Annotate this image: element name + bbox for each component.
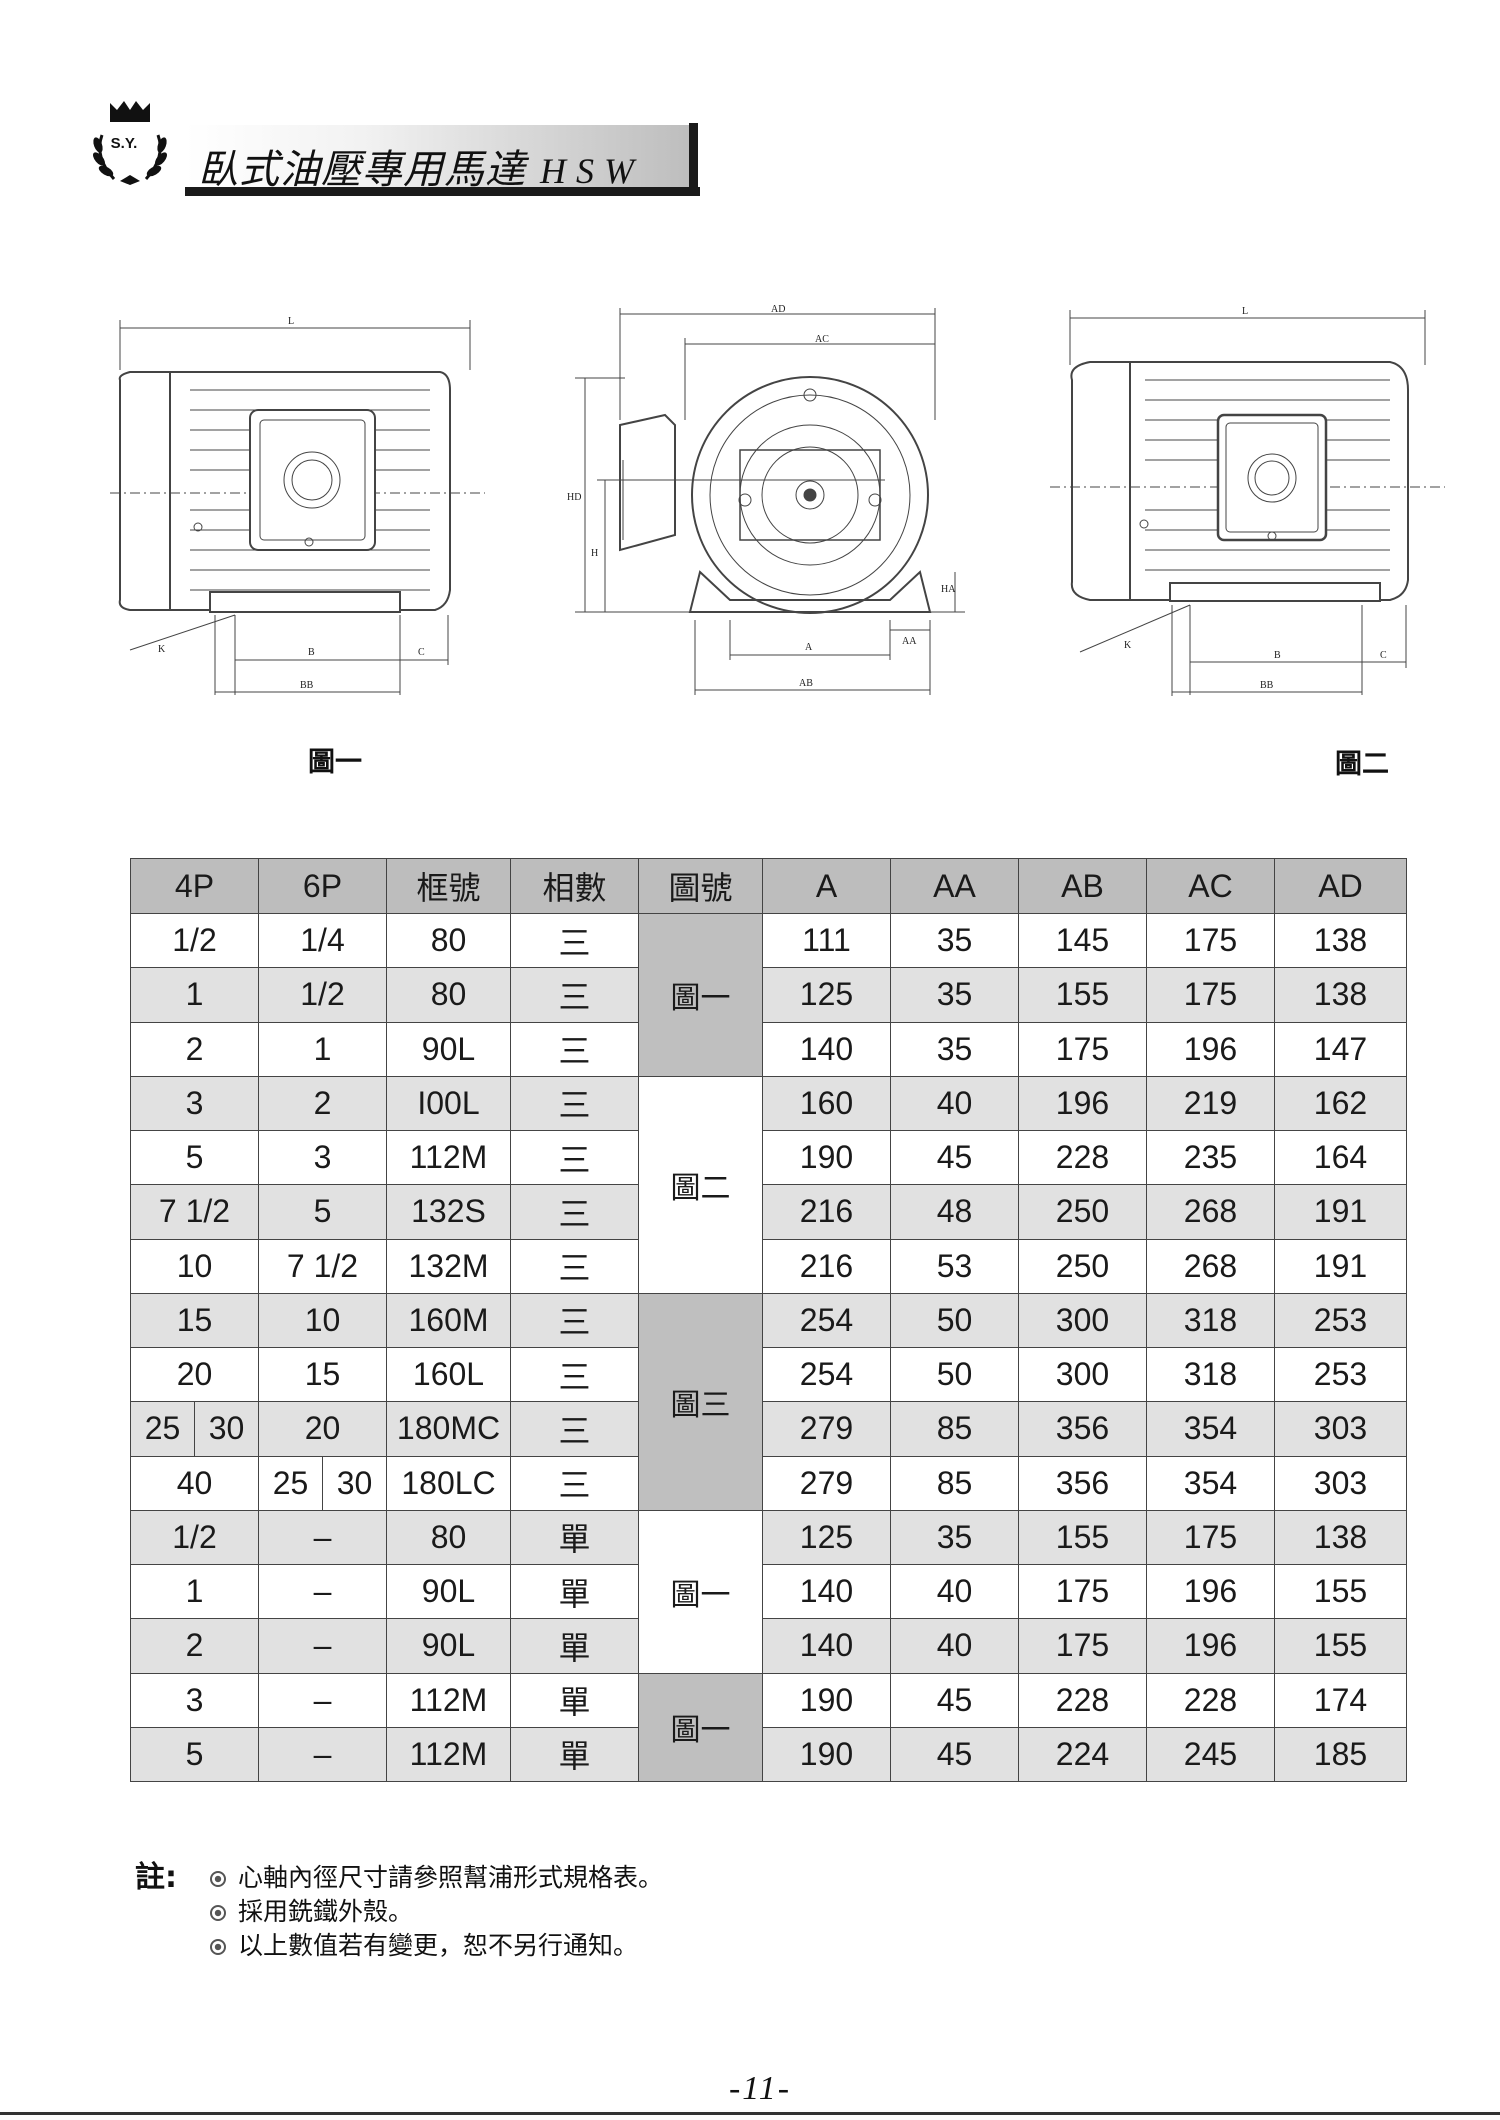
header-frame: 框號: [386, 858, 511, 914]
figure-2-side-view: L K B C BB: [1050, 300, 1445, 710]
spec-table: 4P 6P 框號 相數 圖號 A AA AB AC AD 1/2 1/4 80 …: [130, 858, 1407, 1783]
dim-AC: AC: [815, 334, 829, 345]
dim-BB: BB: [1260, 680, 1274, 691]
logo-text: S.Y.: [110, 135, 138, 152]
note-item: 採用銑鐵外殼。: [210, 1892, 413, 1928]
figure-group-cell: 圖一: [638, 1672, 763, 1782]
header-phase: 相數: [510, 858, 639, 914]
table-row: 3 2 I00L 三 圖二 160 40 196 219 162: [130, 1075, 1407, 1294]
header-aa: AA: [890, 858, 1019, 914]
figure-2-caption: 圖二: [1335, 749, 1389, 780]
table-row: 1/2 1/4 80 三 圖一 111 35 145 175 138: [130, 912, 1407, 1077]
header-ac: AC: [1146, 858, 1275, 914]
table-row: 7 1/2 5 132S 三 216 48 250 268 191: [130, 1184, 1407, 1240]
dim-L: L: [288, 316, 294, 327]
dim-AA: AA: [902, 636, 917, 647]
header-figure: 圖號: [638, 858, 763, 914]
table-row: 5 – 112M 單 190 45 224 245 185: [130, 1726, 1407, 1783]
sy-logo: S.Y.: [80, 95, 180, 195]
notes-label: 註:: [135, 1860, 177, 1895]
dim-K: K: [1124, 640, 1132, 651]
note-item: 以上數值若有變更，恕不另行通知。: [210, 1926, 638, 1962]
figure-group-cell: 圖三: [638, 1292, 763, 1511]
dim-BB: BB: [300, 680, 314, 691]
figure-1-caption: 圖一: [308, 747, 362, 778]
front-view-drawing: AD AC HD H HA AA A AB: [545, 300, 970, 700]
dim-B: B: [308, 647, 315, 658]
figure-group-cell: 圖二: [638, 1075, 763, 1294]
dim-AD: AD: [771, 304, 785, 315]
table-row: 10 7 1/2 132M 三 216 53 250 268 191: [130, 1238, 1407, 1294]
page-title: 臥式油壓專用馬達 HSW: [198, 137, 644, 195]
bullet-icon: [210, 1905, 226, 1921]
title-main: 臥式油壓專用馬達: [198, 147, 526, 192]
header-ab: AB: [1018, 858, 1147, 914]
header-6p: 6P: [258, 858, 387, 914]
table-header-row: 4P 6P 框號 相數 圖號 A AA AB AC AD: [130, 858, 1407, 914]
dim-L: L: [1242, 306, 1248, 317]
dim-HA: HA: [941, 584, 956, 595]
table-row: 2 1 90L 三 140 35 175 196 147: [130, 1021, 1407, 1077]
bullet-icon: [210, 1871, 226, 1887]
table-row: 15 10 160M 三 圖三 254 50 300 318 253: [130, 1292, 1407, 1511]
dim-H: H: [591, 548, 598, 559]
note-item: 心軸內徑尺寸請參照幫浦形式規格表。: [210, 1858, 663, 1894]
figure-1-side-view: L K B C BB: [110, 300, 490, 710]
table-row: 2 – 90L 單 140 40 175 196 155: [130, 1618, 1407, 1674]
page-header: S.Y. 臥式油壓專用馬達 HSW: [80, 95, 700, 205]
model-code: HSW: [540, 151, 644, 191]
figure-group-cell: 圖一: [638, 1509, 763, 1674]
header-4p: 4P: [130, 858, 259, 914]
figure-group-cell: 圖一: [638, 913, 763, 1077]
header-a: A: [762, 858, 891, 914]
table-row: 1 – 90L 單 140 40 175 196 155: [130, 1563, 1407, 1620]
table-row: 1 1/2 80 三 125 35 155 175 138: [130, 967, 1407, 1023]
header-ad: AD: [1274, 858, 1407, 914]
dim-K: K: [158, 644, 166, 655]
dim-A: A: [805, 642, 813, 653]
title-bar: [185, 125, 693, 189]
table-row: 3 – 112M 單 圖一 190 45 228 228 174: [130, 1672, 1407, 1782]
table-row: 20 15 160L 三 254 50 300 318 253: [130, 1346, 1407, 1403]
table-row: 1/2 – 80 單 圖一 125 35 155 175 138: [130, 1509, 1407, 1674]
dim-C: C: [1380, 650, 1387, 661]
footer-rule: [0, 2112, 1500, 2115]
dim-C: C: [418, 647, 425, 658]
table-row: 5 3 112M 三 190 45 228 235 164: [130, 1129, 1407, 1186]
page-number: -11-: [728, 2070, 792, 2107]
dim-HD: HD: [567, 492, 581, 503]
dim-AB: AB: [799, 678, 813, 689]
bullet-icon: [210, 1939, 226, 1955]
dim-B: B: [1274, 650, 1281, 661]
